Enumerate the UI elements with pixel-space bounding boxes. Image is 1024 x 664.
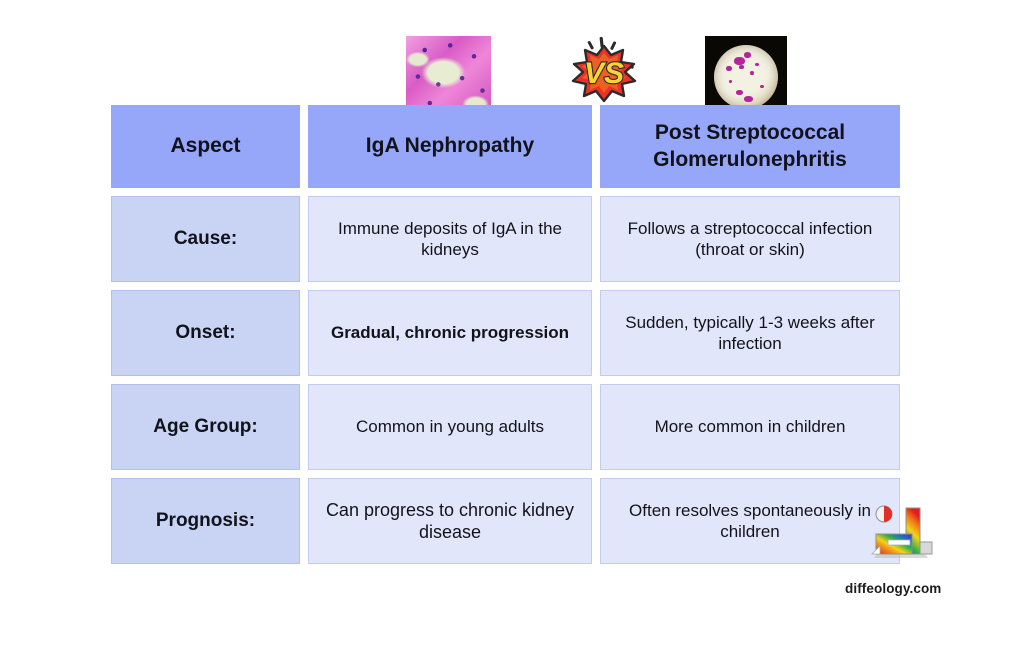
comparison-table: Aspect IgA Nephropathy Post Streptococca… (111, 105, 900, 572)
header-cell-post-streptococcal-line2: Glomerulonephritis (653, 147, 847, 171)
table-row: Onset: Gradual, chronic progression Sudd… (111, 290, 900, 376)
row-label-age-group: Age Group: (111, 384, 300, 470)
cell-onset-iga: Gradual, chronic progression (308, 290, 592, 376)
diffeology-logo-icon (871, 505, 933, 558)
table-row: Age Group: Common in young adults More c… (111, 384, 900, 470)
row-label-onset: Onset: (111, 290, 300, 376)
svg-text:VS: VS (584, 57, 624, 90)
versus-badge-icon: VS (571, 36, 637, 103)
row-label-cause: Cause: (111, 196, 300, 282)
versus-badge: VS (562, 33, 646, 109)
header-cell-iga-nephropathy: IgA Nephropathy (308, 105, 592, 188)
cell-prognosis-iga: Can progress to chronic kidney disease (308, 478, 592, 564)
row-label-prognosis: Prognosis: (111, 478, 300, 564)
cell-onset-psgn: Sudden, typically 1-3 weeks after infect… (600, 290, 900, 376)
table-row: Cause: Immune deposits of IgA in the kid… (111, 196, 900, 282)
brand-logo (862, 500, 946, 570)
cell-prognosis-psgn: Often resolves spontaneously in children (600, 478, 900, 564)
cell-age-group-psgn: More common in children (600, 384, 900, 470)
header-cell-post-streptococcal-line1: Post Streptococcal (654, 121, 846, 145)
header-cell-post-streptococcal: Post Streptococcal Glomerulonephritis (600, 105, 900, 188)
header-cell-aspect: Aspect (111, 105, 300, 188)
cell-cause-iga: Immune deposits of IgA in the kidneys (308, 196, 592, 282)
cell-age-group-iga: Common in young adults (308, 384, 592, 470)
microscopy-field (714, 45, 778, 109)
iga-nephropathy-histology-thumbnail (406, 36, 491, 114)
watermark-text: diffeology.com (845, 581, 942, 596)
table-header-row: Aspect IgA Nephropathy Post Streptococca… (111, 105, 900, 188)
cell-cause-psgn: Follows a streptococcal infection (throa… (600, 196, 900, 282)
table-row: Prognosis: Can progress to chronic kidne… (111, 478, 900, 564)
top-image-band: VS (0, 0, 1024, 118)
post-streptococcal-microscopy-thumbnail (705, 36, 787, 118)
